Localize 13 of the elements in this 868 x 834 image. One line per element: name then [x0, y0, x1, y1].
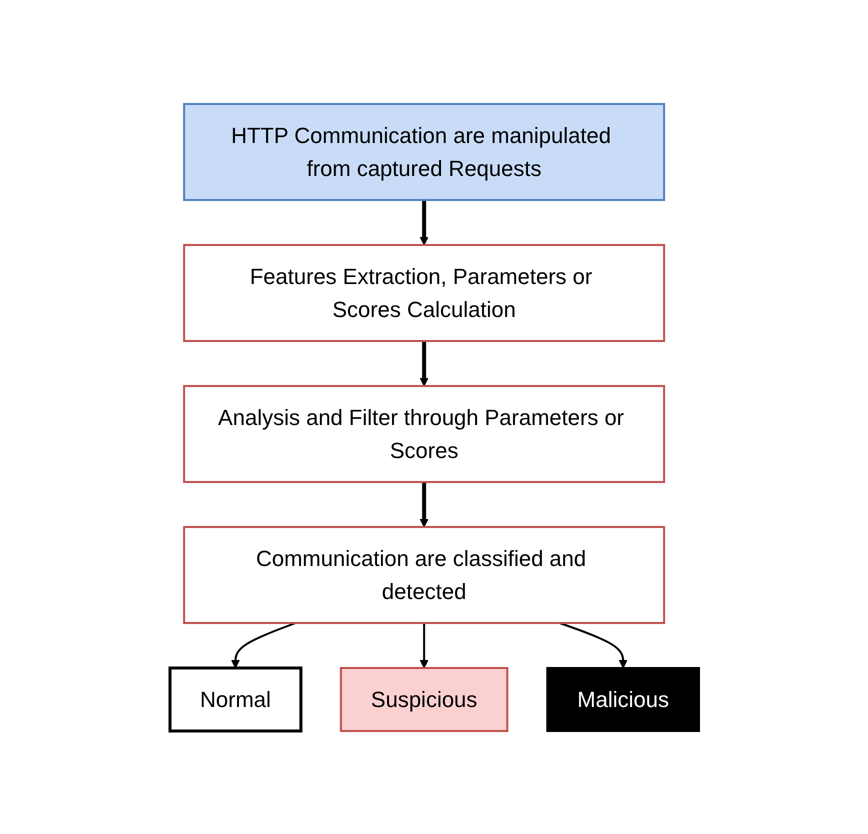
node-box: [182, 102, 665, 200]
arrow: [419, 200, 428, 245]
node-box: [546, 666, 700, 732]
arrow: [230, 622, 296, 668]
node-box: [182, 384, 665, 482]
node-box: [182, 526, 665, 624]
arrow: [419, 482, 428, 527]
node-box: [339, 666, 508, 732]
arrow: [419, 622, 428, 668]
arrow: [419, 340, 428, 386]
arrow: [558, 622, 628, 668]
node-box: [182, 244, 665, 342]
node-box: [168, 666, 302, 732]
